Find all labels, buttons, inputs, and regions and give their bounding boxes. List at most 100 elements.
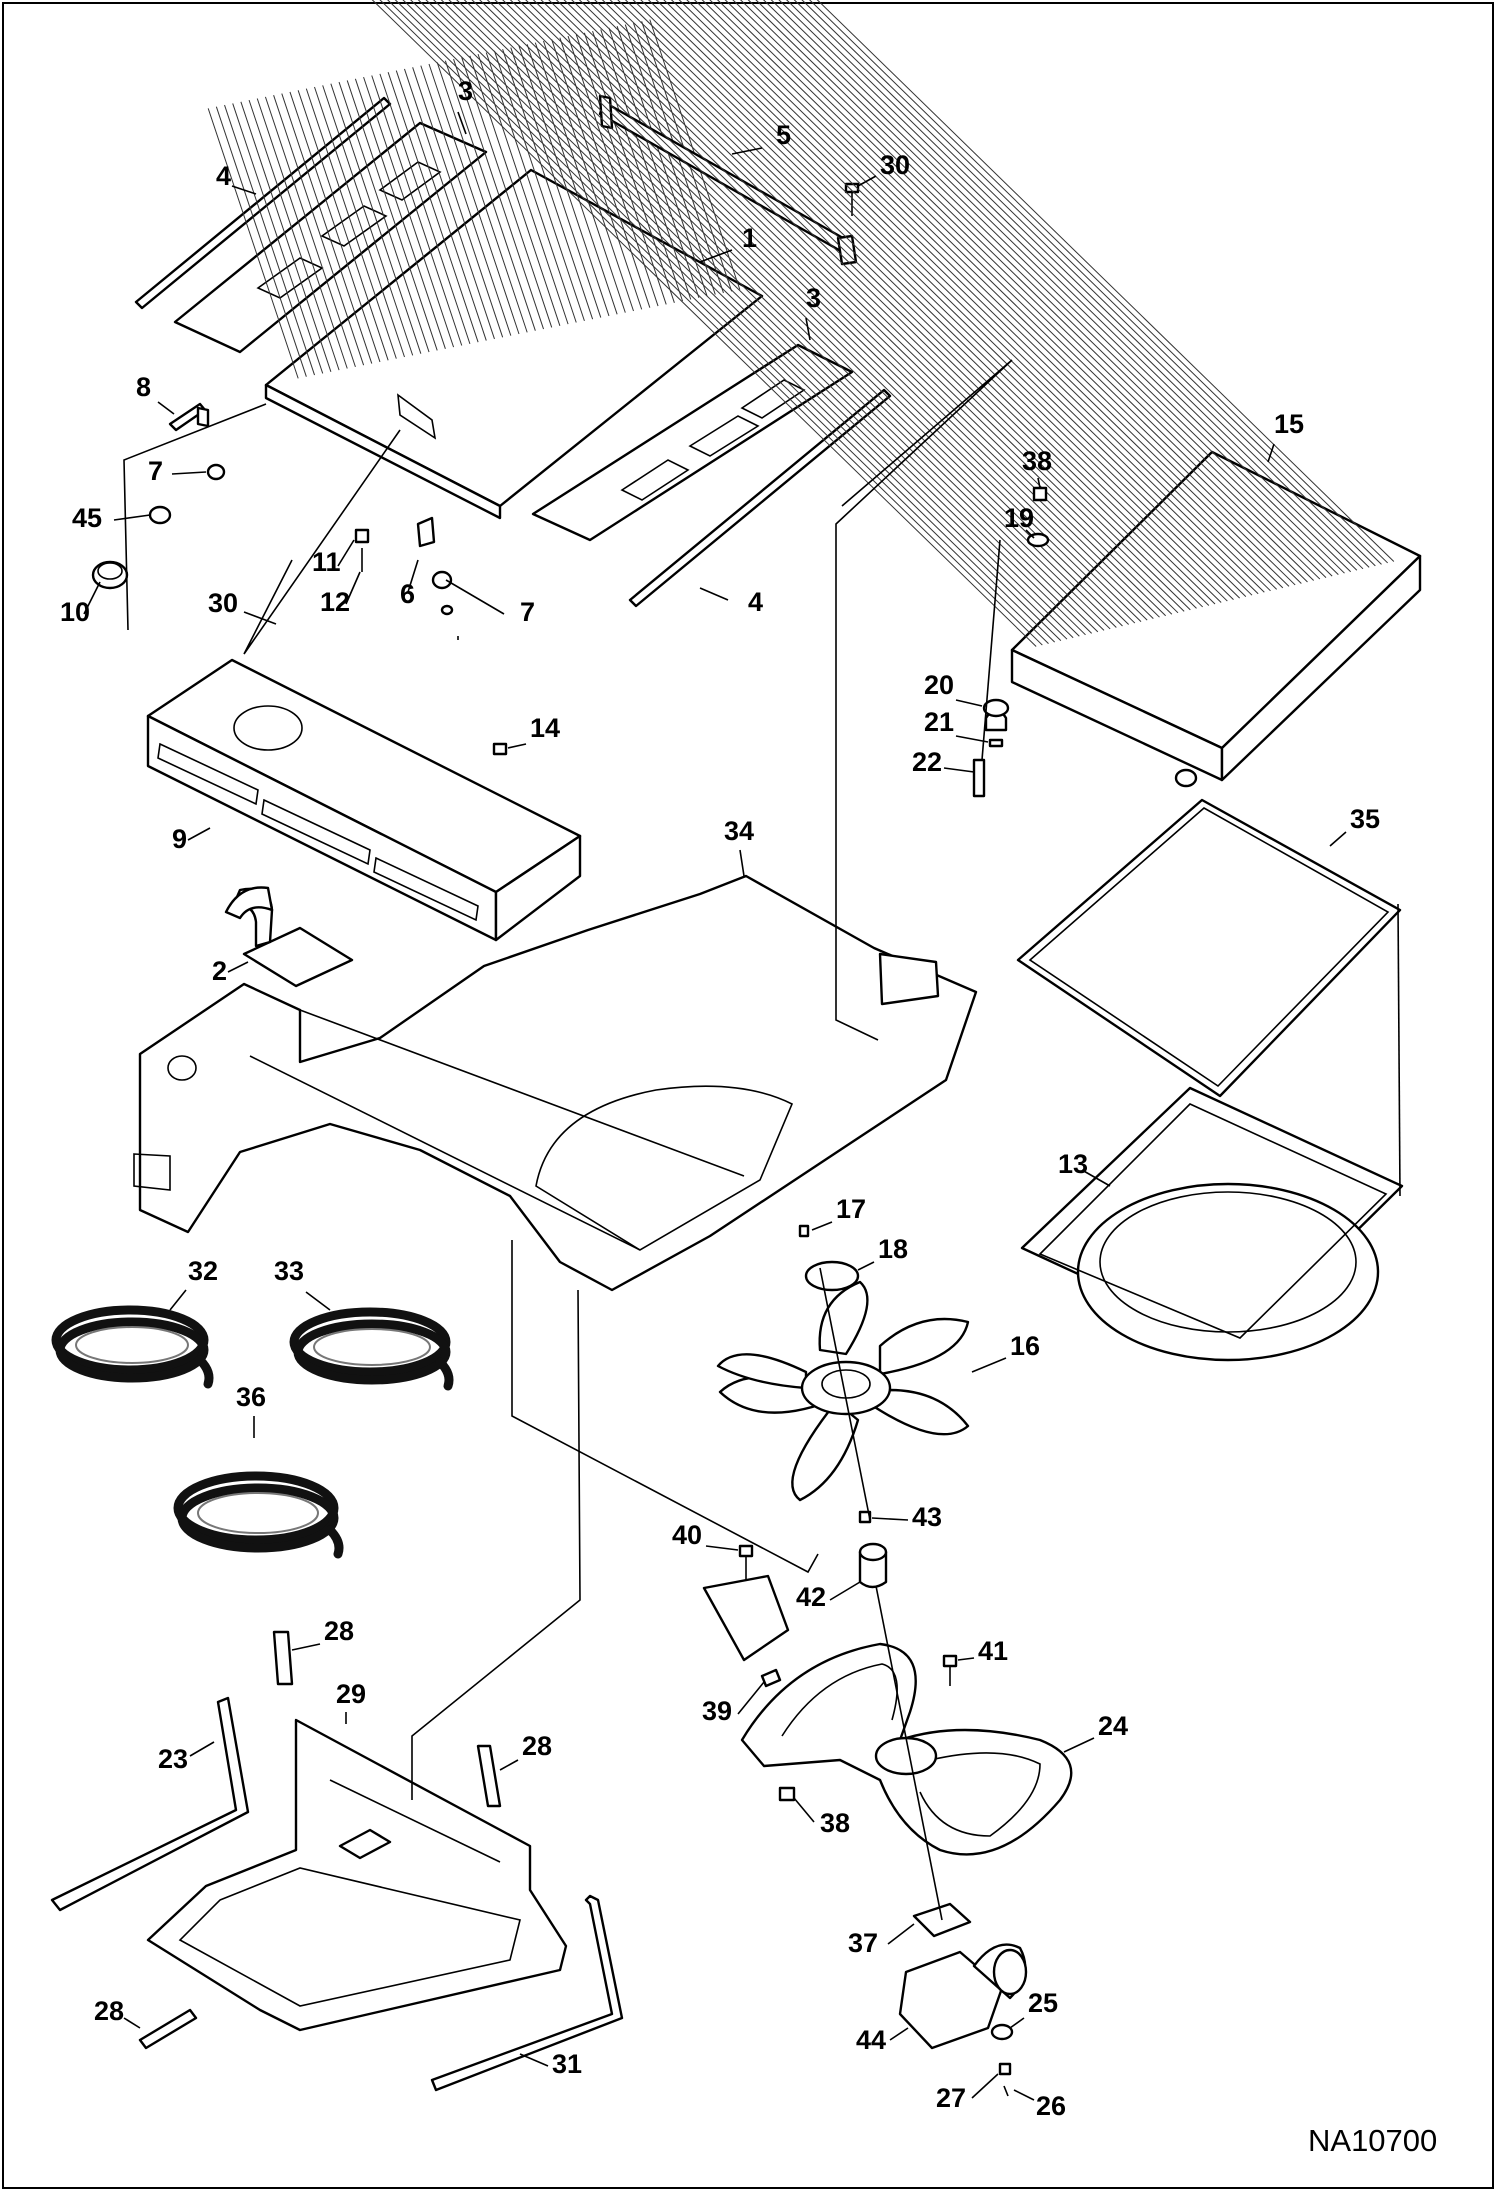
leader-line-c9: [187, 827, 211, 841]
leader-line-c23: [189, 1741, 215, 1757]
callout-c15: 15: [1274, 409, 1304, 439]
radiator-fin-line: [701, 0, 1302, 584]
hose-36: [173, 1471, 344, 1559]
callout-c16: 16: [1010, 1331, 1040, 1361]
radiator-fin-line: [801, 0, 1382, 565]
callout-c3a: 3: [458, 76, 473, 106]
radiator-fin-line: [663, 0, 1271, 592]
radiator-15: [371, 0, 1422, 788]
radiator-fin-line: [563, 0, 1191, 611]
cooler-fin-line: [412, 67, 504, 338]
callout-c2: 2: [212, 956, 227, 986]
clip-28-left: [272, 1630, 294, 1686]
cooler-fin-line: [281, 93, 373, 364]
callout-c40: 40: [672, 1520, 702, 1550]
leader-line-c18: [857, 1261, 875, 1271]
cooler-fin-line: [305, 88, 397, 359]
leader-line-c19: [1025, 529, 1035, 539]
leader-line-c5: [731, 147, 763, 155]
callout-c42: 42: [796, 1582, 826, 1612]
leader-line-c38a: [1037, 477, 1041, 489]
cooler-fin-line: [592, 30, 684, 302]
radiator-fin-line: [632, 0, 1247, 598]
radiator-fin-line: [655, 0, 1265, 593]
cooler-fin-line: [314, 86, 405, 358]
cooler-fin-line: [403, 68, 495, 340]
callout-c11: 11: [312, 547, 341, 577]
callout-c44: 44: [856, 2025, 886, 2055]
cooler-fin-line: [248, 99, 340, 371]
callout-c35: 35: [1350, 804, 1380, 834]
radiator-fin-line: [387, 0, 1049, 644]
callout-c28b: 28: [522, 1731, 552, 1761]
radiator-fin-line: [693, 0, 1296, 586]
radiator-fin-line: [463, 0, 1111, 630]
cooler-fin-line: [346, 80, 438, 351]
callout-c29: 29: [336, 1679, 366, 1709]
leader-line-c42: [829, 1581, 861, 1601]
cooler-fin-line: [232, 103, 324, 374]
callout-c32: 32: [188, 1256, 218, 1286]
callout-c7a: 7: [148, 456, 163, 486]
cooler-fin-line: [444, 60, 536, 331]
leader-line-c32: [169, 1289, 187, 1311]
leader-line-c22: [943, 767, 975, 773]
callout-c1: 1: [742, 223, 757, 253]
leader-line-c14: [507, 743, 527, 749]
radiator-fin-line: [786, 0, 1370, 568]
radiator-fin-line: [586, 0, 1210, 606]
callout-c4b: 4: [748, 587, 763, 617]
panel-3-right: [531, 343, 854, 542]
cooler-fin-line: [477, 53, 569, 325]
hub-cap-and-screw: [798, 1224, 860, 1292]
radiator-fin-line: [609, 0, 1228, 602]
cooler-fin-line: [297, 90, 389, 361]
assembly-line-4: [981, 539, 1001, 761]
callout-labels: 1233445677891011121314151617181920212223…: [60, 76, 1401, 2121]
cooler-fin-line: [371, 75, 463, 346]
radiator-fin-line: [732, 0, 1327, 578]
callout-c23: 23: [158, 1744, 188, 1774]
radiator-fin-line: [724, 0, 1321, 580]
callout-c37: 37: [848, 1928, 878, 1958]
radiator-fin-line: [624, 0, 1241, 599]
callout-c7b: 7: [520, 597, 535, 627]
cooler-fin-line: [363, 76, 455, 348]
callout-c28a: 28: [324, 1616, 354, 1646]
callout-c30a: 30: [880, 150, 910, 180]
radiator-fin-line: [532, 0, 1167, 617]
leader-line-c11: [337, 539, 355, 567]
radiator-fin-line: [540, 0, 1173, 615]
callout-c4a: 4: [216, 161, 231, 191]
radiator-fin-line: [594, 0, 1216, 605]
leader-line-c44: [889, 2027, 909, 2041]
fan-shroud-13: [1020, 1086, 1404, 1362]
radiator-fin-line: [433, 0, 1086, 636]
radiator-fin-line: [601, 0, 1222, 603]
bolt-14: [492, 742, 508, 756]
cooler-fin-line: [224, 104, 316, 376]
cooler-fin-line: [395, 70, 487, 341]
radiator-fin-line: [770, 0, 1358, 571]
radiator-fin-line: [425, 0, 1080, 637]
radiator-fin-line: [670, 0, 1278, 590]
cooler-fin-line: [453, 58, 545, 330]
motor-mount-24: [740, 1642, 1073, 1856]
leader-line-c38b: [793, 1797, 815, 1823]
drawing-reference-number: NA10700: [1308, 2123, 1437, 2158]
radiator-fin-line: [647, 0, 1259, 595]
callout-c38a: 38: [1022, 446, 1052, 476]
leader-line-c41: [957, 1657, 975, 1661]
radiator-fin-line: [486, 0, 1130, 625]
cooler-fin-line: [289, 91, 381, 363]
leader-line-c43: [871, 1517, 909, 1521]
callout-c45: 45: [72, 503, 102, 533]
oil-cooler-1: [207, 19, 764, 520]
callout-c13: 13: [1058, 1149, 1088, 1179]
callout-c25: 25: [1028, 1988, 1058, 2018]
assembly-line-9: [875, 1585, 943, 1921]
leader-line-c3a: [457, 111, 467, 135]
leader-line-c7a: [171, 471, 207, 475]
callout-c19: 19: [1004, 503, 1034, 533]
